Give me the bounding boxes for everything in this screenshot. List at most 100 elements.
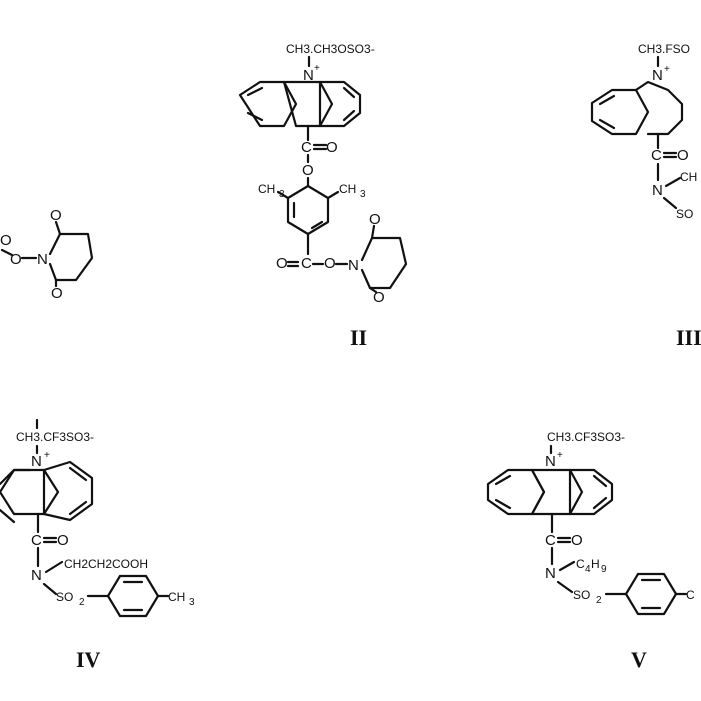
structure-III-methyl: CH	[680, 170, 697, 184]
structure-II-acridine-right-ring	[318, 80, 362, 128]
structure-I-ester-o: O	[10, 251, 22, 268]
bond	[326, 190, 340, 200]
bond	[662, 196, 678, 210]
bond	[368, 286, 378, 294]
structure-V-butyl-h: H	[591, 557, 600, 571]
structure-III-fragment: CH3.FSO N + C O N CH SO III	[590, 42, 701, 350]
bond	[592, 496, 608, 510]
structure-IV-plus: +	[44, 450, 50, 461]
structure-II-acridine-left-ring	[238, 80, 298, 128]
structure-V-carbonyl-c: C	[545, 532, 556, 549]
structure-IV-n-plus: N	[31, 453, 42, 470]
bond	[246, 86, 264, 97]
bond	[68, 466, 88, 482]
structure-II-label: II	[350, 325, 367, 350]
structure-I-imide-o-bottom: O	[51, 285, 63, 302]
bond	[310, 220, 324, 230]
bond	[276, 190, 290, 200]
structure-V-amide-n: N	[545, 565, 556, 582]
structure-I-succinimide-ring	[48, 232, 94, 282]
bond	[342, 109, 356, 122]
structure-II-carbonyl-c: C	[301, 139, 312, 156]
bond	[42, 582, 58, 596]
structure-III-carbonyl-c: C	[651, 147, 662, 164]
bond	[44, 560, 64, 574]
structure-IV-amide-n: N	[31, 567, 42, 584]
structure-IV: CH3.CF3SO3- N + C O N CH2CH2COOH SO 2 CH…	[0, 418, 195, 672]
bond	[246, 111, 264, 122]
structure-II: CH3.CH3OSO3- N + C O O CH 3 CH 3 O	[238, 42, 408, 350]
structure-V-label: V	[631, 647, 647, 672]
structure-I-succinimide-n: N	[37, 251, 48, 268]
structure-III-plus: +	[664, 64, 670, 75]
structure-IV-counterion: CH3.CF3SO3-	[16, 430, 94, 444]
structure-IV-left-ring-fragment	[0, 468, 32, 486]
bond	[592, 474, 608, 488]
structure-III-amide-n: N	[652, 182, 663, 199]
structure-II-imide-o-top: O	[369, 211, 381, 228]
structure-II-acridine-center-ring	[282, 80, 334, 128]
structure-V-sulfonyl-sub: 2	[596, 595, 602, 606]
structure-IV-left-ring-fragment-2	[0, 508, 16, 524]
structure-III-carbonyl-o: O	[677, 147, 689, 164]
structure-V-acridine-center-ring	[530, 468, 584, 516]
structure-IV-label: IV	[76, 647, 101, 672]
structure-II-succinimide-n: N	[348, 257, 359, 274]
structure-I-carbonyl-o: O	[0, 232, 12, 249]
structure-IV-acridine-center-ring	[0, 468, 60, 516]
structure-II-ester2-o: O	[276, 255, 288, 272]
bond	[556, 580, 574, 594]
bond	[558, 560, 576, 572]
structure-II-imide-o-bottom: O	[373, 289, 385, 306]
structure-II-n-plus: N	[303, 67, 314, 84]
structure-V-carbonyl-o: O	[571, 532, 583, 549]
bond	[342, 86, 356, 99]
bond	[664, 176, 682, 188]
structure-III-counterion: CH3.FSO	[638, 42, 690, 56]
structure-V-acridine-right-ring	[568, 468, 614, 516]
bond	[370, 224, 376, 240]
structure-II-ester2-c: C	[301, 255, 312, 272]
structure-IV-sulfonyl-sub: 2	[79, 597, 85, 608]
structure-V-butyl-sub1: 4	[585, 564, 591, 575]
structure-V-n-plus: N	[545, 453, 556, 470]
structure-II-succinimide-ring	[360, 236, 408, 290]
structure-II-methyl-right-sub: 3	[360, 189, 366, 200]
structure-II-methyl-left-sub: 3	[279, 189, 285, 200]
bond	[0, 248, 14, 257]
structure-IV-propanoic-chain: CH2CH2COOH	[64, 557, 148, 571]
bond	[68, 500, 88, 516]
structure-V: CH3.CF3SO3- N + C O N C 4 H 9 SO 2 C V	[486, 430, 695, 672]
bond	[598, 118, 616, 130]
structure-V-tolyl-methyl: C	[686, 588, 695, 602]
bond	[54, 220, 62, 236]
structure-I-fragment: O O N O O	[0, 207, 94, 302]
structure-III-label: III	[676, 325, 701, 350]
structure-II-ester-o: O	[302, 162, 314, 179]
structure-II-carbonyl-o: O	[326, 139, 338, 156]
structure-III-acridine-left-ring	[590, 88, 650, 136]
bond	[598, 94, 616, 106]
structure-IV-sulfonyl: SO	[56, 590, 73, 604]
structure-II-methyl-left: CH	[258, 182, 275, 196]
bond	[494, 474, 512, 486]
structure-V-sulfonyl: SO	[573, 588, 590, 602]
structure-I-imide-o-top: O	[50, 207, 62, 224]
structure-II-ester2-o-link: O	[324, 255, 336, 272]
structure-V-butyl: C	[576, 557, 585, 571]
structure-V-counterion: CH3.CF3SO3-	[547, 430, 625, 444]
structure-II-counterion: CH3.CH3OSO3-	[286, 42, 375, 56]
structure-III-acridine-center-ring	[634, 80, 684, 136]
structure-IV-carbonyl-c: C	[31, 532, 42, 549]
structure-IV-acridine-right-ring	[42, 460, 94, 522]
structure-IV-tolyl-methyl: CH	[168, 590, 185, 604]
structure-III-n-plus: N	[652, 67, 663, 84]
structure-IV-carbonyl-o: O	[57, 532, 69, 549]
structure-V-plus: +	[557, 450, 563, 461]
structure-II-methyl-right: CH	[339, 182, 356, 196]
structure-III-sulfonyl: SO	[676, 207, 693, 221]
structure-IV-tolyl-methyl-sub: 3	[189, 597, 195, 608]
bond	[494, 498, 512, 510]
